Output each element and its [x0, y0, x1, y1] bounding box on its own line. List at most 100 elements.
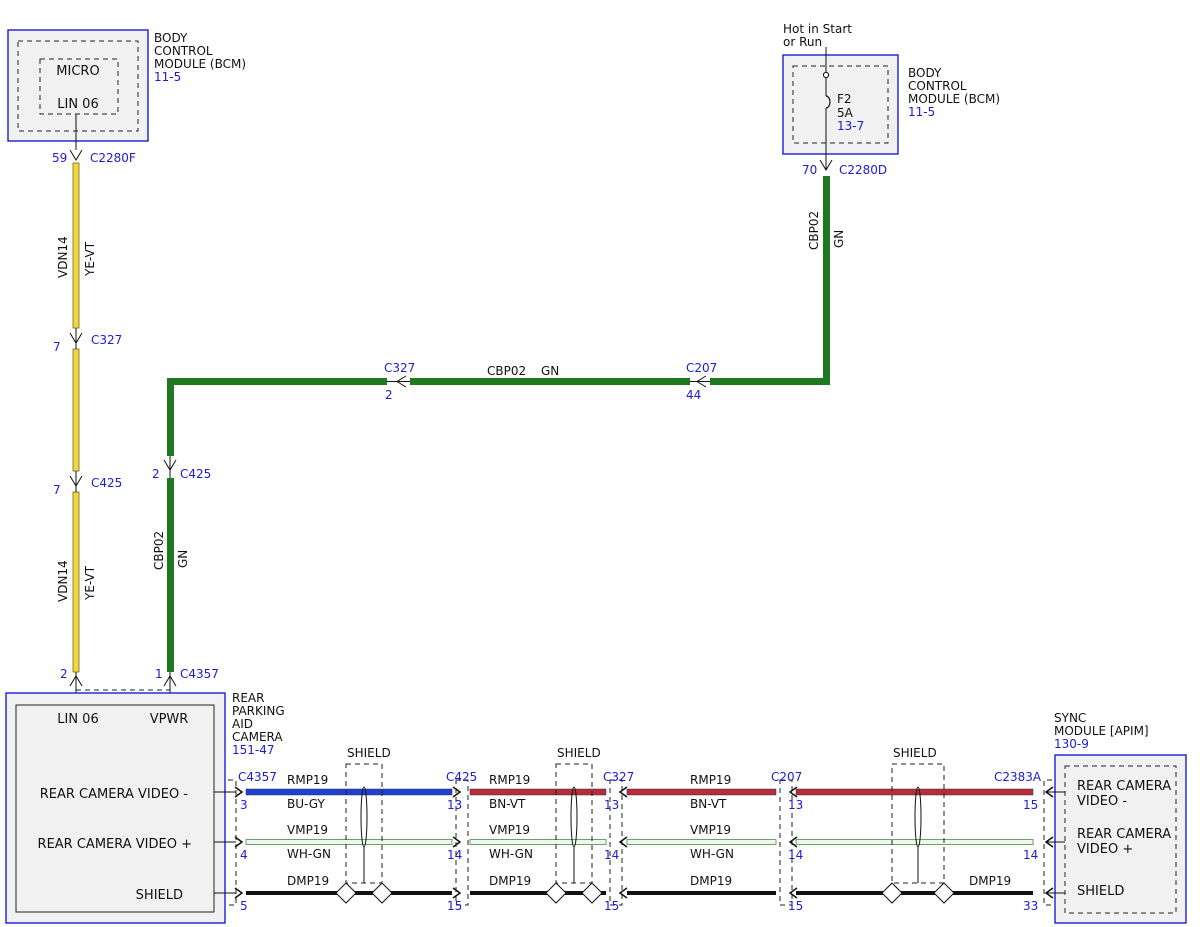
camera-title-4: CAMERA [232, 730, 283, 744]
camera-title-2: PARKING [232, 704, 285, 718]
wire-cbp02-vertical-right [823, 176, 830, 383]
c425-rmp19-pin: 13 [447, 798, 462, 812]
wire-vmp19-seg-2 [469, 839, 607, 845]
c4357-dmp19-connector-icon [234, 887, 244, 899]
c4357-vmp19-connector-icon [234, 836, 244, 848]
micro-dashed-boundary [39, 58, 119, 115]
shield-termination-icon-6 [933, 882, 955, 904]
wire-dmp19-seg-2 [470, 891, 606, 895]
c2280f-connector-icon [69, 149, 83, 161]
wire-vdn14-seg-1 [72, 162, 80, 329]
c425-power-label: C425 [180, 467, 211, 481]
bcm-right-title-2: CONTROL [908, 79, 967, 93]
sync-title-1: SYNC [1054, 711, 1086, 725]
bcm-right-title-3: MODULE (BCM) [908, 92, 1000, 106]
micro-label: MICRO [56, 64, 99, 79]
bcm-right-ref: 11-5 [908, 105, 935, 119]
c207-vmp19-pin: 14 [788, 848, 803, 862]
c327-left-label: C327 [91, 333, 122, 347]
c425-left-pin: 7 [53, 483, 61, 497]
wire-vdn14-seg-3 [72, 491, 80, 673]
rear-camera-module: LIN 06 VPWR REAR CAMERA VIDEO - REAR CAM… [5, 691, 285, 924]
hot-in-start-label-1: Hot in Start [783, 22, 852, 36]
camera-title-1: REAR [232, 691, 264, 705]
c327-top-label: C327 [384, 361, 415, 375]
wire-rmp19-seg-2 [469, 788, 607, 796]
camera-video-neg: REAR CAMERA VIDEO - [40, 787, 189, 802]
wire-rmp19-seg-1 [245, 788, 453, 796]
bcm-left-title-3: MODULE (BCM) [154, 57, 246, 71]
c327-vmp19-pin: 14 [604, 848, 619, 862]
c207-video-label: C207 [771, 770, 802, 784]
sync-ref: 130-9 [1054, 737, 1089, 751]
vmp19-color-label-1: WH-GN [287, 847, 331, 861]
wire-cbp02-horizontal-middle [410, 378, 690, 385]
c425-left-label: C425 [91, 476, 122, 490]
vdn14-label-upper: VDN14 [56, 236, 70, 278]
shield-box-3 [891, 763, 945, 884]
sync-video-neg-2: VIDEO - [1077, 794, 1127, 809]
c4357-rmp19-connector-icon [234, 786, 244, 798]
ye-vt-label-upper: YE-VT [83, 241, 97, 277]
dmp19-circuit-label-1: DMP19 [287, 874, 329, 888]
c207-vmp19-connector-icon [788, 836, 798, 848]
camera-lin-pin: 2 [60, 667, 68, 681]
bcm-left-title-2: CONTROL [154, 44, 213, 58]
fuse-rating: 5A [837, 106, 854, 120]
c327-top-pin: 2 [385, 388, 393, 402]
c327-video-boundary [609, 779, 623, 906]
c2280d-label: C2280D [839, 163, 887, 177]
c4357-power-pin: 1 [155, 667, 163, 681]
rmp19-color-label-3: BN-VT [690, 797, 727, 811]
vmp19-circuit-label-3: VMP19 [690, 823, 731, 837]
fuse-ref: 13-7 [837, 119, 864, 133]
shield-termination-icon-5 [881, 882, 903, 904]
bcm-right-title-1: BODY [908, 66, 942, 80]
camera-inner-box [15, 704, 215, 913]
wire-cbp02-horizontal-right [710, 378, 830, 385]
wire-rmp19-seg-4 [795, 788, 1034, 796]
sync-title-2: MODULE [APIM] [1054, 724, 1149, 738]
wire-cbp02 [167, 176, 830, 672]
wire-vdn14 [72, 162, 80, 673]
sync-video-pos-2: VIDEO + [1077, 842, 1133, 857]
c2280f-pin: 59 [52, 151, 67, 165]
shield-termination-icon-3 [545, 882, 567, 904]
c2280d-connector-icon [819, 159, 833, 171]
dmp19-circuit-label-2: DMP19 [489, 874, 531, 888]
shield-label-2: SHIELD [557, 746, 601, 760]
rmp19-circuit-label-1: RMP19 [287, 773, 328, 787]
bcm-left-title-1: BODY [154, 31, 188, 45]
wire-rmp19-seg-3 [626, 788, 777, 796]
shield-label-1: SHIELD [347, 746, 391, 760]
wire-dmp19-seg-3 [627, 891, 776, 895]
vdn14-label-lower: VDN14 [56, 560, 70, 602]
rmp19-color-label-1: BU-GY [287, 797, 325, 811]
c207-top-label: C207 [686, 361, 717, 375]
c327-dmp19-pin: 15 [604, 899, 619, 913]
c425-rmp19-connector-icon [452, 786, 462, 798]
fuse-terminal-icon [822, 71, 830, 79]
c425-dmp19-pin: 15 [447, 899, 462, 913]
bcm-left-dashed-boundary [17, 40, 139, 132]
bcm-left-ref: 11-5 [154, 70, 181, 84]
c425-power-pin: 2 [152, 467, 160, 481]
twisted-pair-icon-1 [360, 786, 368, 848]
dmp19-circuit-label-3: DMP19 [690, 874, 732, 888]
wire-vmp19-seg-4 [795, 839, 1034, 845]
c2383a-video-boundary [1043, 779, 1052, 906]
c425-vmp19-connector-icon [452, 836, 462, 848]
bcm-right-box [782, 54, 899, 155]
camera-video-pos: REAR CAMERA VIDEO + [38, 837, 192, 852]
c327-left-pin: 7 [53, 340, 61, 354]
c425-video-boundary [455, 779, 469, 906]
fuse-icon [825, 95, 831, 109]
rmp19-circuit-label-2: RMP19 [489, 773, 530, 787]
c4357-power-label: C4357 [180, 667, 219, 681]
ye-vt-label-lower: YE-VT [83, 565, 97, 601]
c425-video-label: C425 [446, 770, 477, 784]
c4357-dmp19-pin: 5 [240, 899, 248, 913]
gn-label-right: GN [832, 230, 846, 248]
sync-shield: SHIELD [1077, 884, 1124, 899]
